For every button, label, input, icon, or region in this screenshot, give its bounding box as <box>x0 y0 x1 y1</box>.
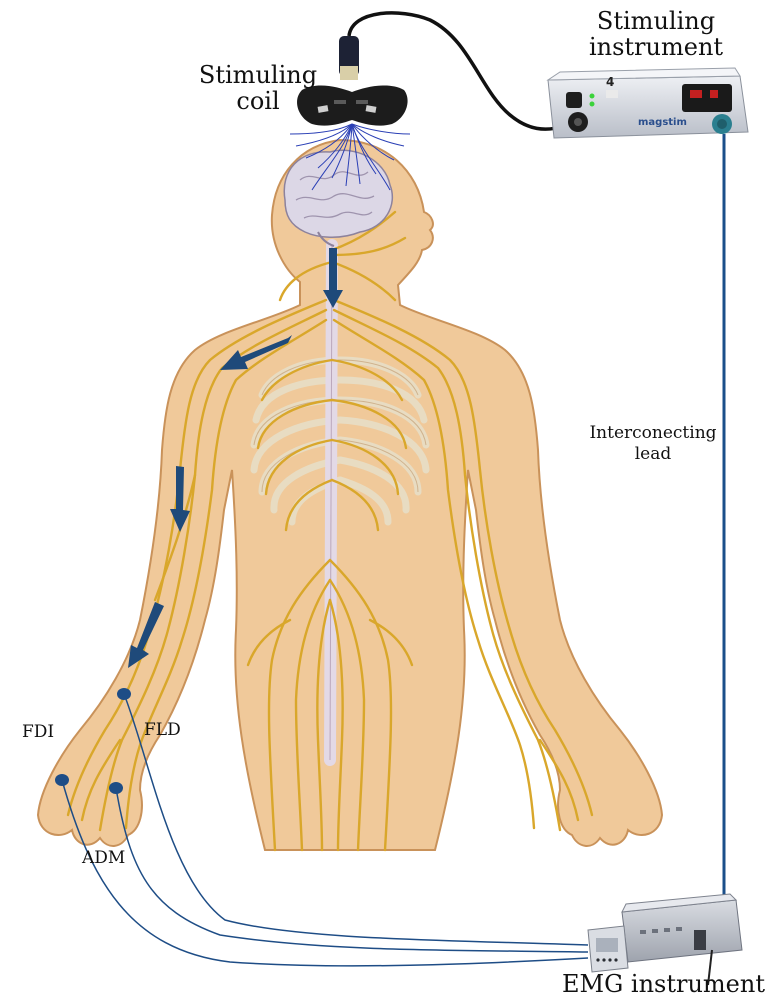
stimulating-instrument: 4 magstim <box>548 68 748 138</box>
label-stimuling-coil-line1: Stimuling <box>198 62 318 88</box>
body-silhouette <box>38 140 662 850</box>
status-led-icon <box>590 94 595 99</box>
label-interconnecting-lead-line2: lead <box>585 444 721 465</box>
label-fdi: FDI <box>22 722 54 743</box>
label-stimuling-instrument-line1: Stimuling <box>586 8 726 34</box>
label-stimuling-instrument-line2: instrument <box>586 34 726 60</box>
label-stimuling-coil: Stimuling coil <box>198 62 318 114</box>
electrode-adm-icon <box>109 782 123 794</box>
electrode-fdi-icon <box>55 774 69 786</box>
label-stimuling-coil-line2: coil <box>198 88 318 114</box>
label-emg-instrument: EMG instrument <box>562 971 765 997</box>
human-body <box>38 140 662 850</box>
stimulator-display: 4 <box>606 75 614 89</box>
label-stimuling-instrument: Stimuling instrument <box>586 8 726 60</box>
label-interconnecting-lead-line1: Interconecting <box>585 423 721 444</box>
label-fld: FLD <box>144 720 181 741</box>
label-adm: ADM <box>82 848 125 869</box>
label-interconnecting-lead: Interconecting lead <box>585 423 721 465</box>
electrode-fld-icon <box>117 688 131 700</box>
stimulator-brand: magstim <box>638 117 687 128</box>
